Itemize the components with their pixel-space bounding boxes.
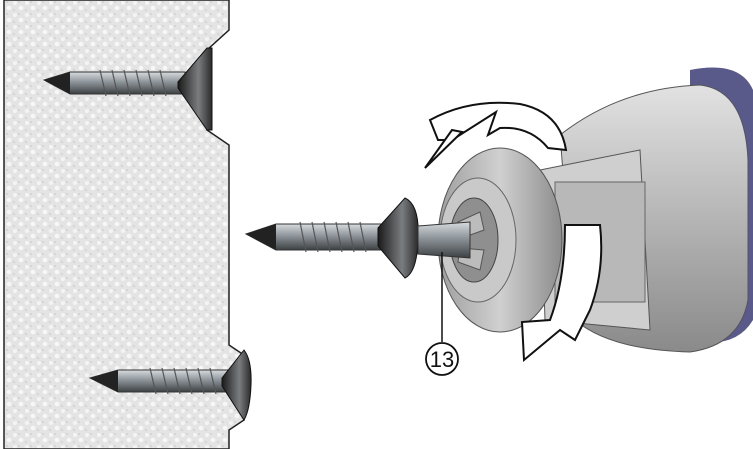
drill-bit bbox=[417, 221, 471, 259]
screw-installed-bottom bbox=[88, 349, 252, 421]
wall-panel bbox=[3, 0, 245, 449]
drill-chuck bbox=[437, 147, 563, 333]
screw-installed-top bbox=[42, 47, 213, 131]
rotation-arrow-top bbox=[424, 101, 568, 169]
callout-13: 13 bbox=[425, 252, 459, 376]
screw-on-bit bbox=[244, 197, 419, 279]
callout-number: 13 bbox=[430, 347, 454, 372]
rotation-arrow-bottom bbox=[520, 224, 603, 363]
